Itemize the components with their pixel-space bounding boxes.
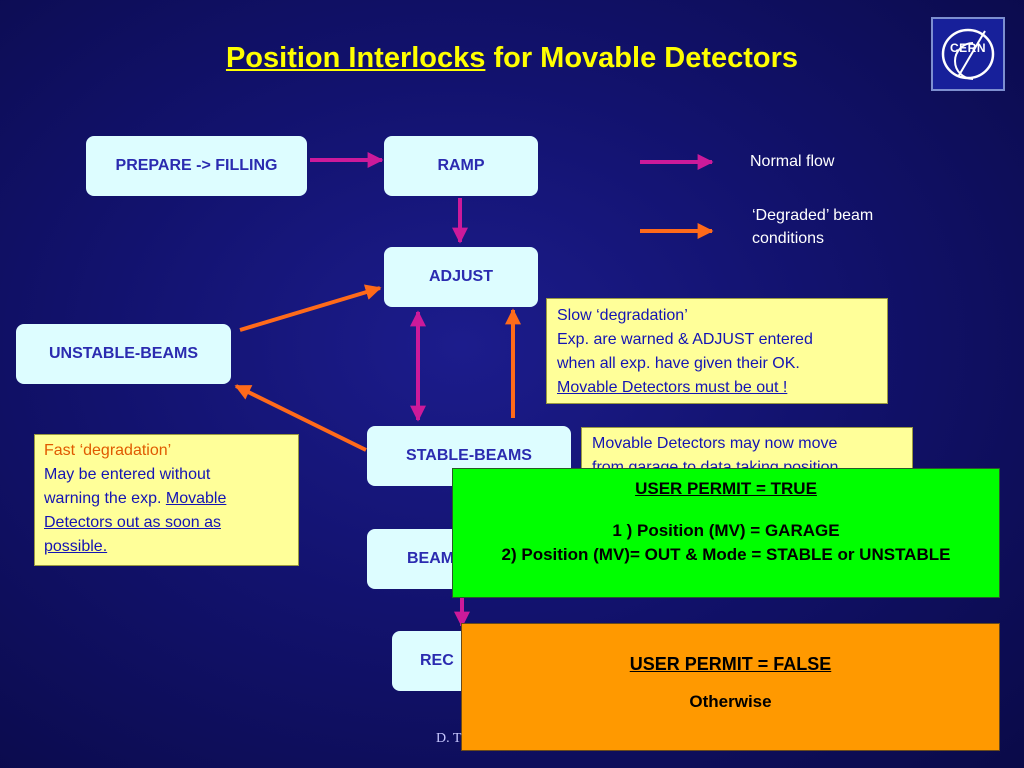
state-adjust: ADJUST: [384, 247, 538, 307]
legend-degraded-label: ‘Degraded’ beam conditions: [752, 204, 873, 250]
cern-logo-graphic: [941, 28, 995, 80]
title-underlined-part: Position Interlocks: [225, 42, 486, 74]
arrow-unstable-to-adjust: [239, 284, 382, 332]
user-permit-true-panel: USER PERMIT = TRUE 1 ) Position (MV) = G…: [452, 468, 1000, 598]
fast-note-underlined: Movable: [165, 490, 227, 507]
slow-note-line: when all exp. have given their OK.: [557, 355, 800, 372]
fast-note-line: May be entered without: [44, 466, 211, 483]
arrow-stable-to-unstable: [234, 384, 367, 452]
slow-degradation-note: Slow ‘degradation’ Exp. are warned & ADJ…: [546, 298, 888, 404]
fast-note-line: warning the exp.: [44, 490, 166, 507]
permit-false-heading: USER PERMIT = FALSE: [629, 654, 832, 674]
cern-logo-text: CERN: [949, 41, 986, 55]
slow-note-underlined: Movable Detectors must be out !: [557, 379, 788, 396]
stable-note-line: Movable Detectors may now move: [592, 435, 838, 452]
slow-note-heading: Slow ‘degradation’: [557, 307, 688, 324]
legend-degraded-line2: conditions: [752, 230, 825, 247]
state-prepare-filling: PREPARE -> FILLING: [86, 136, 307, 196]
slow-note-line: Exp. are warned & ADJUST entered: [557, 331, 813, 348]
legend-normal-label: Normal flow: [750, 153, 835, 170]
fast-degradation-note: Fast ‘degradation’ May be entered withou…: [34, 434, 299, 566]
state-unstable-beams: UNSTABLE-BEAMS: [16, 324, 231, 384]
permit-true-heading: USER PERMIT = TRUE: [635, 479, 817, 498]
user-permit-false-panel: USER PERMIT = FALSE Otherwise: [461, 623, 1000, 751]
footer-author: D. T: [436, 731, 462, 746]
fast-note-heading: Fast ‘degradation’: [44, 442, 172, 459]
permit-true-condition-1: 1 ) Position (MV) = GARAGE: [612, 521, 840, 540]
state-ramp: RAMP: [384, 136, 538, 196]
slide-title: Position Interlocks for Movable Detector…: [0, 42, 1024, 75]
cern-logo: CERN: [931, 17, 1005, 91]
fast-note-underlined: Detectors out as soon as: [44, 514, 221, 531]
fast-note-underlined: possible.: [44, 538, 108, 555]
title-rest: for Movable Detectors: [485, 42, 799, 74]
permit-false-body: Otherwise: [689, 692, 772, 711]
legend-degraded-line1: ‘Degraded’ beam: [752, 207, 874, 224]
permit-true-condition-2: 2) Position (MV)= OUT & Mode = STABLE or…: [501, 545, 951, 564]
